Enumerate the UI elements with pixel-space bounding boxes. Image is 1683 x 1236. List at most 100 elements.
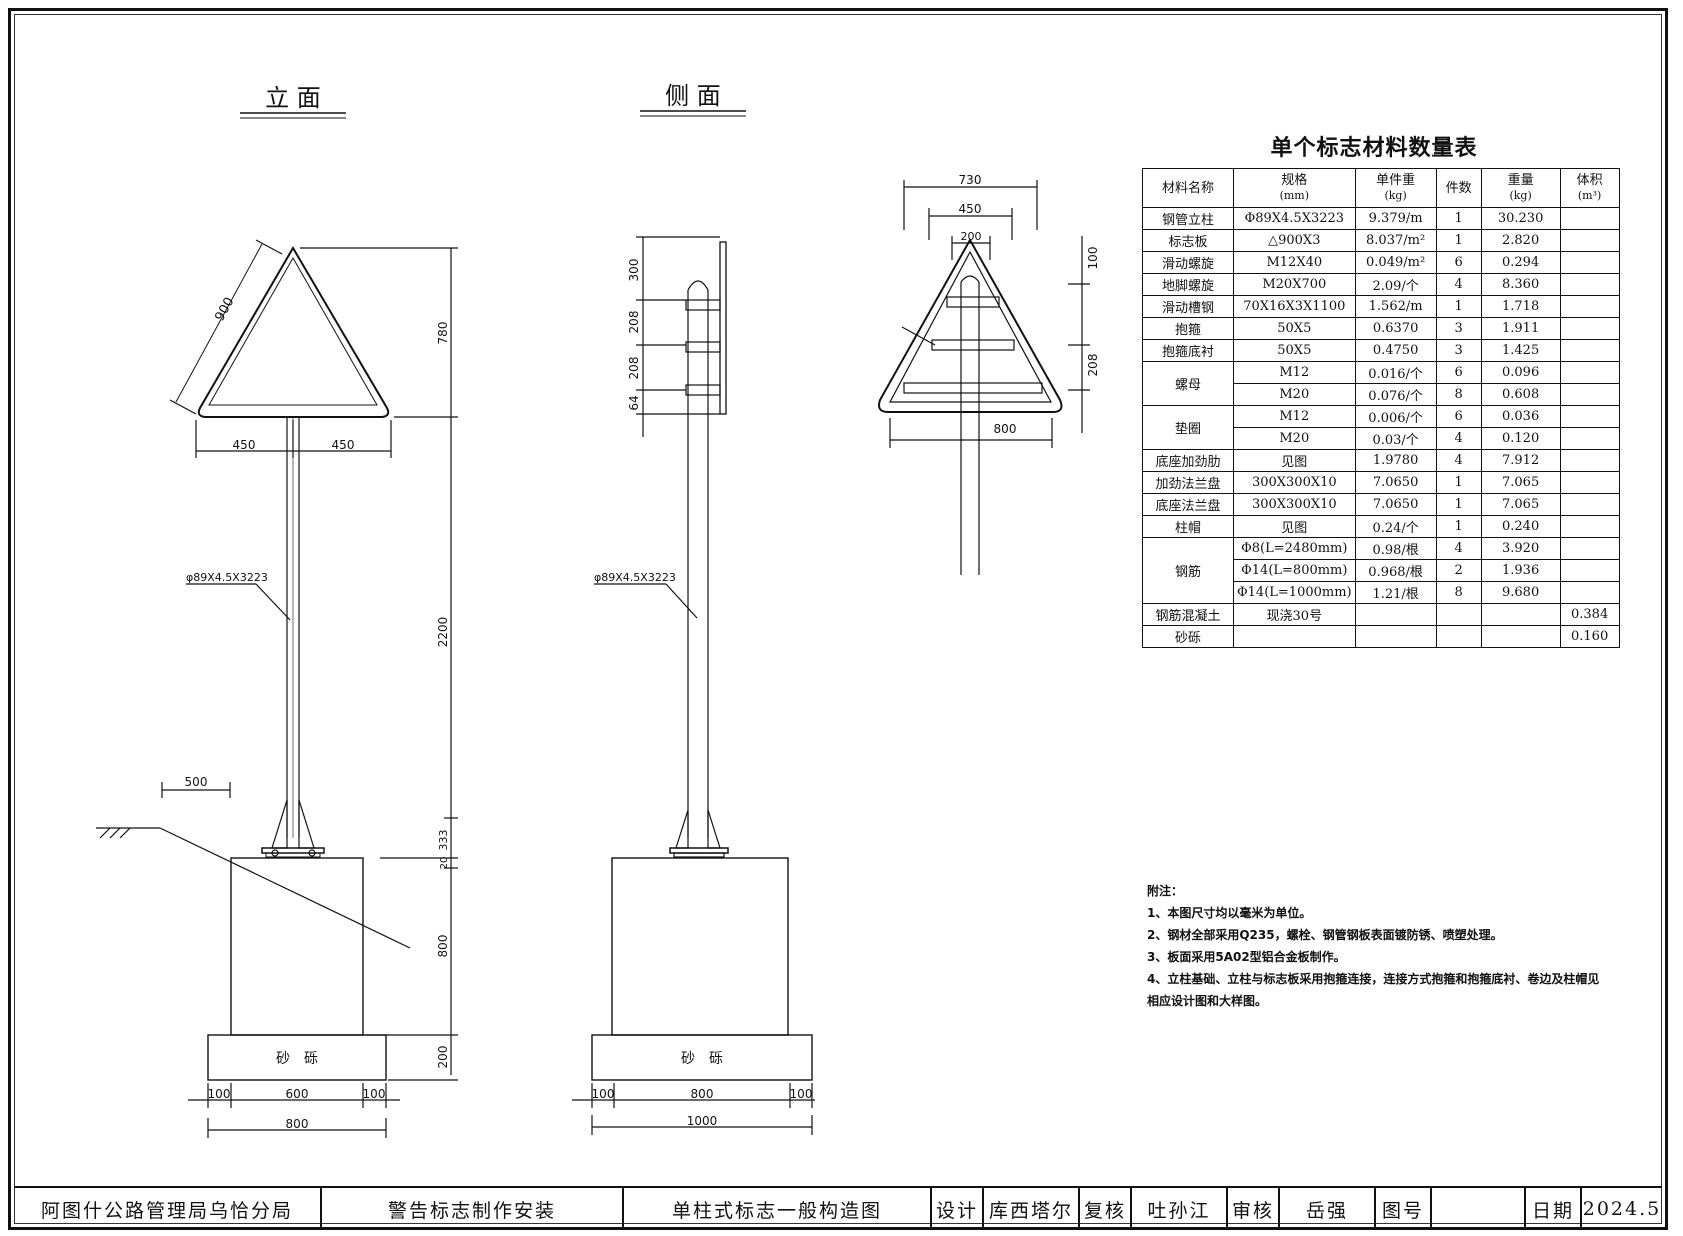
cell: 9.680	[1480, 581, 1561, 604]
cell: 标志板	[1142, 229, 1234, 252]
drawing-no	[1432, 1188, 1526, 1230]
cell: 7.0650	[1354, 493, 1437, 516]
cell: 50X5	[1233, 339, 1356, 362]
cell: 8.360	[1480, 273, 1561, 296]
cell: 6	[1435, 251, 1482, 274]
cell: 2.09/个	[1354, 273, 1437, 296]
dim-back-730: 730	[959, 173, 982, 187]
cell: 垫圈	[1142, 405, 1234, 450]
cell: 1.936	[1480, 559, 1561, 582]
cell: 4	[1435, 537, 1482, 560]
cell	[1435, 603, 1482, 626]
cell: 见图	[1233, 515, 1356, 538]
notes: 附注： 1、本图尺寸均以毫米为单位。 2、钢材全部采用Q235，螺栓、钢管钢板表…	[1147, 880, 1599, 1012]
cell: 0.608	[1480, 383, 1561, 406]
col-unit-weight: 单件重(kg)	[1354, 168, 1437, 208]
cell: 0.036	[1480, 405, 1561, 428]
cell: 0.24/个	[1354, 515, 1437, 538]
dim-side-base-100-right: 100	[790, 1087, 813, 1101]
material-table-title: 单个标志材料数量表	[1270, 136, 1478, 161]
inner-frame	[14, 14, 1662, 1224]
dim-front-333: 333	[437, 830, 450, 851]
dim-side-208-a: 208	[627, 311, 641, 334]
side-view	[572, 236, 815, 1135]
cell: Φ14(L=1000mm)	[1233, 581, 1356, 604]
front-view	[96, 239, 458, 1138]
cell: 1	[1435, 295, 1482, 318]
cell: 1	[1435, 207, 1482, 230]
cell: Φ14(L=800mm)	[1233, 559, 1356, 582]
table-row: 砂砾 0.160	[1142, 625, 1620, 648]
pole-spec-front: φ89X4.5X3223	[186, 571, 268, 584]
notes-heading: 附注：	[1147, 884, 1184, 898]
dim-front-450-right: 450	[332, 438, 355, 452]
cell	[1559, 405, 1620, 428]
cell: 0.049/m²	[1354, 251, 1437, 274]
cell: 1	[1435, 515, 1482, 538]
cell: M12	[1233, 361, 1356, 384]
cell: 1.718	[1480, 295, 1561, 318]
col-name: 材料名称	[1142, 168, 1234, 208]
cell: 抱箍底衬	[1142, 339, 1234, 362]
cell: 4	[1435, 449, 1482, 472]
cell	[1559, 449, 1620, 472]
cell: 2.820	[1480, 229, 1561, 252]
dim-back-200: 200	[961, 230, 982, 243]
material-table: 材料名称 规格(mm) 单件重(kg) 件数 重量(kg) 体积(m³) 钢管立…	[1142, 168, 1620, 648]
dim-front-450-left: 450	[233, 438, 256, 452]
org-name: 阿图什公路管理局乌恰分局	[14, 1188, 322, 1230]
pole-spec-side: φ89X4.5X3223	[594, 571, 676, 584]
dim-back-800: 800	[994, 422, 1017, 436]
cell: 1.562/m	[1354, 295, 1437, 318]
dim-back-100: 100	[1086, 247, 1100, 270]
cell: 0.6370	[1354, 317, 1437, 340]
cell	[1559, 537, 1620, 560]
cell: 6	[1435, 361, 1482, 384]
cell: M12	[1233, 405, 1356, 428]
cell	[1559, 515, 1620, 538]
dim-side-64: 64	[627, 395, 641, 410]
cell: 0.160	[1559, 625, 1620, 648]
cell	[1480, 603, 1561, 626]
dim-back-208: 208	[1086, 354, 1100, 377]
cell: 8.037/m²	[1354, 229, 1437, 252]
cell: 9.379/m	[1354, 207, 1437, 230]
cell	[1480, 625, 1561, 648]
cell	[1559, 229, 1620, 252]
approve-label: 审核	[1228, 1188, 1280, 1230]
dim-front-base-600: 600	[286, 1087, 309, 1101]
side-view-title: 侧 面	[665, 82, 721, 110]
cell	[1559, 273, 1620, 296]
cell: 0.98/根	[1354, 537, 1437, 560]
cell: 0.006/个	[1354, 405, 1437, 428]
cell: 300X300X10	[1233, 471, 1356, 494]
col-count: 件数	[1435, 168, 1482, 208]
designer-name: 库西塔尔	[984, 1188, 1080, 1230]
note-3: 3、板面采用5A02型铝合金板制作。	[1147, 950, 1346, 964]
cell: 钢筋混凝土	[1142, 603, 1234, 626]
cell	[1559, 581, 1620, 604]
cell	[1559, 207, 1620, 230]
cell: 滑动螺旋	[1142, 251, 1234, 274]
dim-front-base-100-left: 100	[208, 1087, 231, 1101]
dim-front-2200: 2200	[436, 617, 450, 648]
cell	[1559, 339, 1620, 362]
cell: M20	[1233, 427, 1356, 450]
drawing-no-label: 图号	[1376, 1188, 1432, 1230]
dim-front-base-100-right: 100	[363, 1087, 386, 1101]
col-spec: 规格(mm)	[1233, 168, 1356, 208]
cell: 3	[1435, 317, 1482, 340]
cell: 砂砾	[1142, 625, 1234, 648]
cell: 钢筋	[1142, 537, 1234, 604]
cell	[1559, 493, 1620, 516]
cell: 1.911	[1480, 317, 1561, 340]
